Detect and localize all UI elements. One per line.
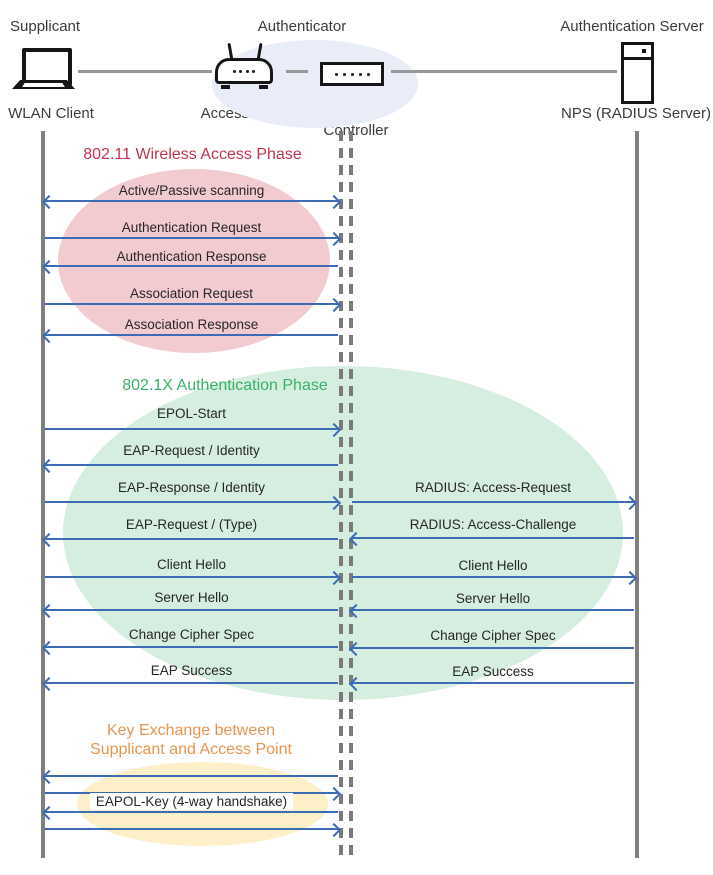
message-label: Authentication Response [116, 249, 267, 264]
message-label: Change Cipher Spec [430, 628, 556, 643]
server-led-icon [642, 49, 646, 53]
phase1-title: 802.11 Wireless Access Phase [83, 146, 302, 163]
message-arrow [41, 195, 342, 210]
message-label: Server Hello [154, 590, 229, 605]
message-arrow [45, 571, 342, 586]
phase2-title: 802.1X Authentication Phase [122, 377, 328, 394]
role-authentication-server: Authentication Server [560, 18, 704, 35]
eapol-key-label: EAPOL-Key (4-way handshake) [45, 793, 338, 810]
message-arrow [45, 298, 342, 313]
message-arrow [348, 532, 634, 547]
phase3-title-line1: Key Exchange between [106, 722, 276, 739]
message-label: RADIUS: Access-Challenge [409, 517, 577, 532]
message-arrow [352, 571, 638, 586]
handshake-arrow [45, 823, 342, 838]
server-lifeline [635, 131, 639, 858]
message-arrow [348, 604, 634, 619]
message-arrow [352, 496, 638, 511]
message-label: Server Hello [455, 591, 531, 606]
message-label: Change Cipher Spec [128, 627, 255, 642]
message-label: Association Response [124, 317, 259, 332]
server-icon [621, 42, 654, 104]
supplicant-lifeline [41, 131, 45, 858]
label-wlan-client: WLAN Client [8, 105, 94, 122]
server-panel-icon [624, 45, 651, 60]
message-label: EAP-Request / (Type) [125, 517, 258, 532]
ap-foot-icon [259, 85, 268, 89]
role-authenticator: Authenticator [257, 18, 347, 35]
message-arrow [41, 604, 338, 619]
message-label: Client Hello [458, 558, 528, 573]
message-label: Association Request [129, 286, 254, 301]
message-arrow [41, 329, 338, 344]
access-point-icon [215, 58, 273, 84]
label-nps-radius-server: NPS (RADIUS Server) [560, 105, 712, 122]
message-label: EPOL-Start [156, 406, 227, 421]
laptop-base-icon [12, 80, 75, 89]
ap-foot-icon [221, 85, 230, 89]
handshake-arrow [41, 806, 338, 821]
role-supplicant: Supplicant [10, 18, 81, 35]
handshake-arrow [41, 770, 338, 785]
link-controller-to-server [391, 70, 617, 73]
message-label: EAP Success [452, 664, 534, 679]
message-arrow [41, 459, 338, 474]
authenticator-group-ellipse [212, 40, 418, 128]
message-arrow [348, 642, 634, 657]
message-arrow [45, 496, 342, 511]
message-label: EAP Success [150, 663, 233, 678]
message-arrow [41, 641, 338, 656]
message-label: EAP-Response / Identity [117, 480, 266, 495]
message-arrow [41, 533, 338, 548]
message-label: EAP-Request / Identity [123, 443, 260, 458]
message-label: Authentication Request [121, 220, 262, 235]
link-client-to-ap [78, 70, 212, 73]
message-arrow [45, 232, 342, 247]
phase2-ellipse [63, 366, 623, 700]
phase3-title: Key Exchange between Supplicant and Acce… [66, 721, 316, 759]
message-label: Active/Passive scanning [118, 183, 265, 198]
link-ap-to-controller [286, 70, 308, 73]
message-arrow [41, 677, 338, 692]
message-arrow [45, 423, 342, 438]
message-arrow [348, 677, 634, 692]
message-arrow [41, 260, 338, 275]
phase3-title-line2: Supplicant and Access Point [90, 741, 292, 758]
message-label: Client Hello [156, 557, 227, 572]
authenticator-lifeline-dash-left [339, 131, 343, 858]
phase1-ellipse [58, 169, 330, 353]
authenticator-lifeline-dash-right [348, 131, 353, 858]
wlan-controller-icon [320, 62, 384, 86]
message-label: RADIUS: Access-Request [414, 480, 572, 495]
